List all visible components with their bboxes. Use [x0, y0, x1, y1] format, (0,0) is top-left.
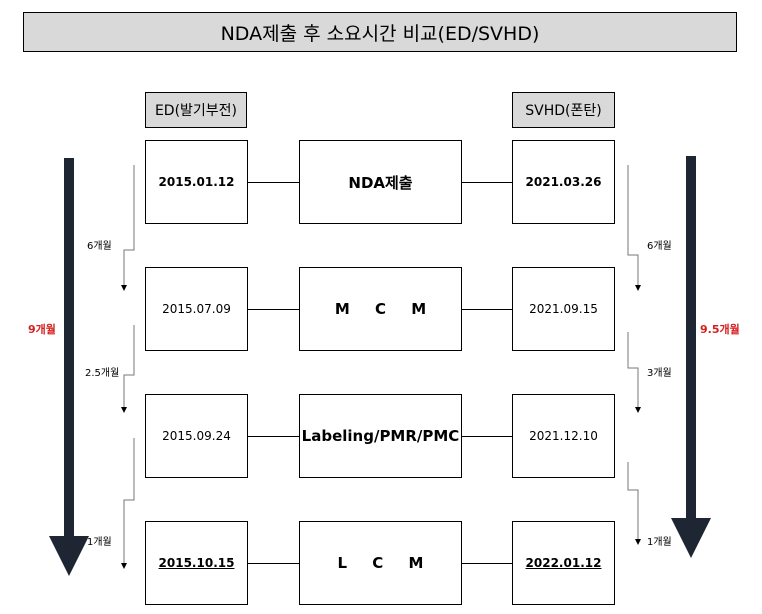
stage-mcm: M C M [299, 267, 462, 351]
stage-labeling: Labeling/PMR/PMC [299, 394, 462, 478]
right-interval-arrow [627, 332, 641, 413]
page-title: NDA제출 후 소요시간 비교(ED/SVHD) [23, 12, 737, 52]
right-date-nda: 2021.03.26 [512, 140, 615, 224]
left-date-lcm: 2015.10.15 [145, 521, 248, 605]
connector-line [462, 309, 512, 310]
right-date-mcm: 2021.09.15 [512, 267, 615, 351]
left-interval-arrow [121, 165, 135, 291]
right-date-lcm: 2022.01.12 [512, 521, 615, 605]
connector-line [247, 436, 299, 437]
right-total-label: 9.5개월 [700, 323, 740, 336]
left-interval-arrow [121, 325, 135, 413]
connector-line [462, 436, 512, 437]
right-interval-arrow [627, 462, 641, 545]
right-interval-3: 1개월 [647, 537, 672, 548]
connector-line [247, 309, 299, 310]
right-interval-1: 6개월 [647, 241, 672, 252]
right-date-labeling: 2021.12.10 [512, 394, 615, 478]
right-header: SVHD(폰탄) [512, 92, 615, 128]
left-date-mcm: 2015.07.09 [145, 267, 248, 351]
left-date-nda: 2015.01.12 [145, 140, 248, 224]
left-interval-2: 2.5개월 [85, 368, 120, 379]
left-interval-arrow [121, 438, 135, 569]
left-date-labeling: 2015.09.24 [145, 394, 248, 478]
right-interval-2: 3개월 [647, 368, 672, 379]
left-total-label: 9개월 [28, 323, 56, 336]
connector-line [462, 563, 512, 564]
connector-line [247, 182, 299, 183]
left-interval-1: 6개월 [87, 241, 112, 252]
stage-nda: NDA제출 [299, 140, 462, 224]
stage-lcm: L C M [299, 521, 462, 605]
connector-line [462, 182, 512, 183]
right-interval-arrow [627, 165, 641, 291]
connector-line [247, 563, 299, 564]
left-header: ED(발기부전) [145, 92, 247, 128]
left-interval-3: 1개월 [87, 537, 112, 548]
